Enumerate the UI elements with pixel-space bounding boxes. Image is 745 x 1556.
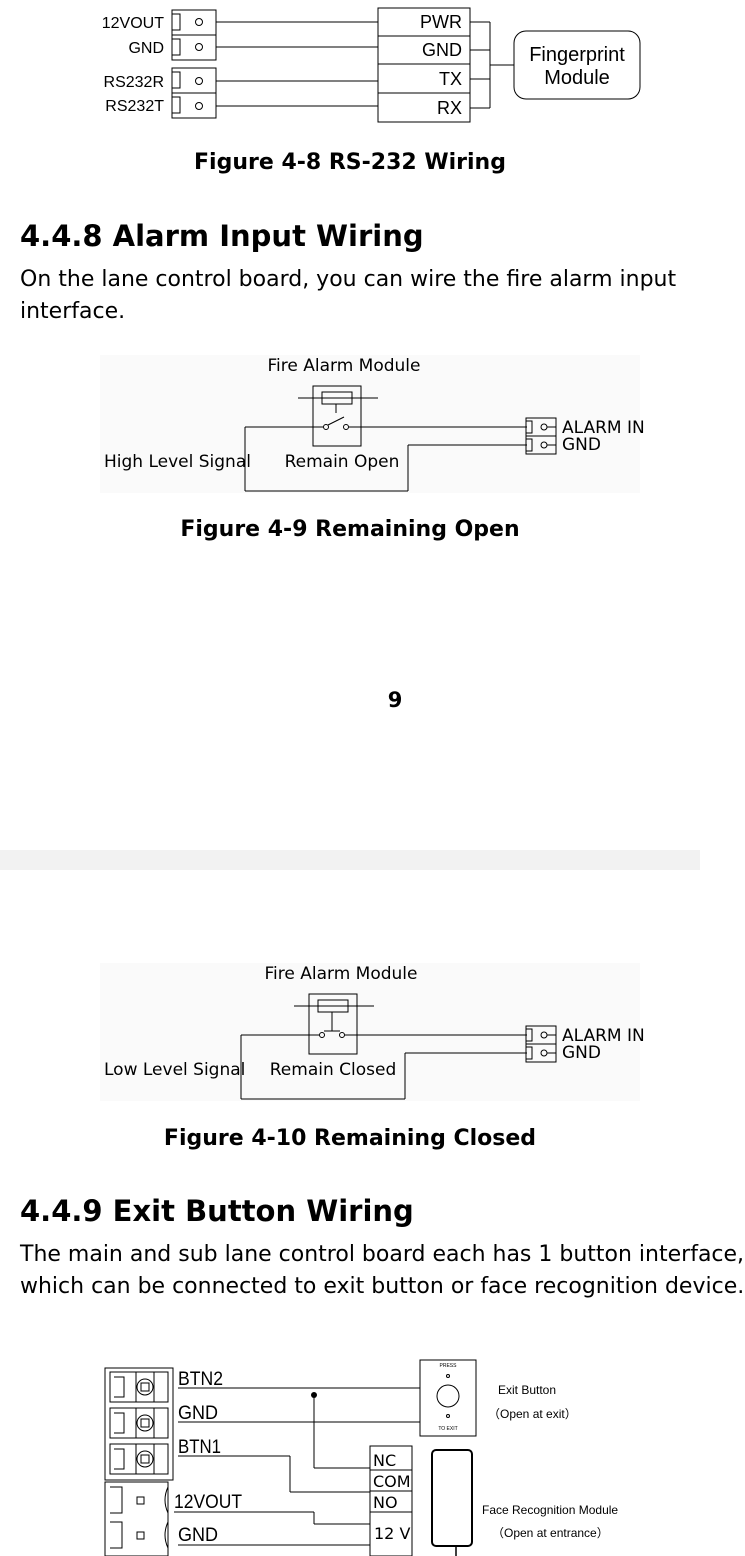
page-number: 9	[387, 688, 403, 712]
exit-button-to-exit-text: TO EXIT	[438, 1426, 457, 1432]
terminal-label-gnd-2: GND	[178, 1525, 218, 1546]
relay-label-com: COM	[373, 1472, 411, 1491]
pin-label-rx: RX	[437, 98, 462, 118]
alarm-remain-open-diagram: Fire Alarm Module A	[100, 355, 645, 493]
terminal-label-rs232r: RS232R	[104, 74, 164, 91]
exit-button-wiring-diagram: BTN2 GND BTN1 12VOUT GND	[104, 1359, 618, 1556]
section-4-4-9-para-line-1: The main and sub lane control board each…	[20, 1242, 745, 1267]
relay-label-nc: NC	[373, 1451, 396, 1470]
manual-page-10: Fire Alarm Module A	[0, 870, 745, 1556]
alarm-in-label: ALARM IN	[562, 1026, 645, 1046]
section-4-4-8-para-line-1: On the lane control board, you can wire …	[20, 267, 677, 292]
alarm-remain-closed-diagram: Fire Alarm Module A	[100, 963, 645, 1101]
connector-table	[377, 7, 471, 123]
terminal-label-btn2: BTN2	[178, 1369, 223, 1390]
wire-junction-dot	[311, 1392, 317, 1398]
terminal-label-12vout: 12VOUT	[174, 1492, 242, 1513]
alarm-gnd-label: GND	[562, 1043, 601, 1063]
relay-terminal-table	[369, 1445, 413, 1556]
terminal-block-upper	[171, 9, 217, 61]
high-level-signal-label: High Level Signal	[104, 452, 251, 472]
exit-button-label: Exit Button	[498, 1383, 556, 1397]
terminal-label-gnd: GND	[128, 40, 164, 57]
exit-button-device	[419, 1359, 477, 1437]
remain-open-label: Remain Open	[285, 452, 400, 472]
fire-alarm-switch	[298, 385, 378, 447]
section-4-4-8-para-line-2: interface.	[20, 299, 126, 324]
exit-button-press-text: PRESS	[440, 1363, 458, 1369]
terminal-label-btn1: BTN1	[178, 1437, 221, 1458]
alarm-terminal-block	[525, 417, 557, 455]
alarm-terminal-block	[525, 1025, 557, 1063]
remain-closed-label: Remain Closed	[270, 1060, 397, 1080]
section-heading-4-4-8: 4.4.8 Alarm Input Wiring	[20, 219, 424, 253]
terminal-block-lower	[171, 67, 217, 119]
figure-4-10-caption: Figure 4-10 Remaining Closed	[163, 1126, 537, 1151]
section-heading-4-4-9: 4.4.9 Exit Button Wiring	[20, 1194, 414, 1228]
fire-alarm-module-label: Fire Alarm Module	[265, 964, 418, 984]
alarm-in-label: ALARM IN	[562, 418, 645, 438]
terminal-label-gnd: GND	[178, 1403, 218, 1424]
face-recognition-device	[431, 1449, 473, 1556]
page-gap	[0, 850, 700, 870]
fingerprint-module-box	[513, 30, 641, 100]
face-recognition-sublabel: （Open at entrance）	[492, 1526, 609, 1540]
section-4-4-9-para-line-2: which can be connected to exit button or…	[20, 1274, 745, 1299]
fingerprint-module-label-1: Fingerprint	[529, 44, 625, 66]
pin-label-gnd: GND	[422, 40, 462, 60]
power-terminal-block	[104, 1481, 169, 1556]
figure-4-9-caption: Figure 4-9 Remaining Open	[180, 517, 520, 542]
manual-page-9: 12VOUT GND RS232R RS232T	[20, 7, 677, 712]
fingerprint-module-label-2: Module	[544, 67, 610, 89]
pin-label-tx: TX	[439, 69, 462, 89]
face-recognition-label: Face Recognition Module	[482, 1503, 618, 1517]
low-level-signal-label: Low Level Signal	[104, 1060, 245, 1080]
terminal-label-12vout: 12VOUT	[102, 15, 164, 32]
relay-label-12v: 12 V	[374, 1524, 410, 1543]
button-terminal-block	[104, 1367, 174, 1481]
fire-alarm-switch	[294, 993, 374, 1055]
exit-button-sublabel: （Open at exit）	[488, 1407, 577, 1421]
terminal-label-rs232t: RS232T	[105, 98, 164, 115]
relay-label-no: NO	[373, 1493, 398, 1512]
figure-4-8-caption: Figure 4-8 RS-232 Wiring	[194, 150, 506, 175]
fire-alarm-module-label: Fire Alarm Module	[268, 356, 421, 376]
alarm-gnd-label: GND	[562, 435, 601, 455]
rs232-wiring-diagram: 12VOUT GND RS232R RS232T	[102, 7, 641, 123]
pin-label-pwr: PWR	[420, 12, 462, 32]
